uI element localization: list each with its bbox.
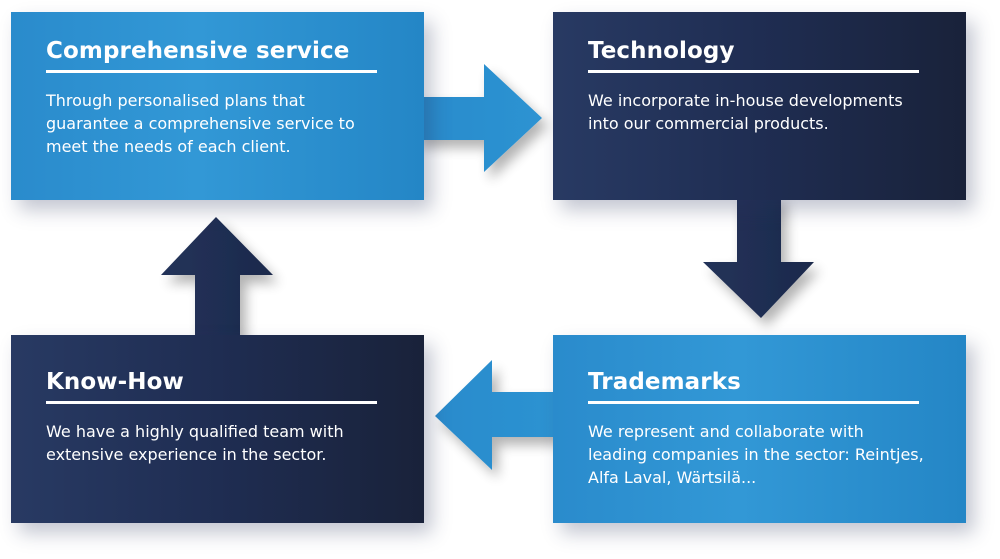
card-title: Comprehensive service	[46, 38, 350, 64]
card-body: We incorporate in-house developments int…	[588, 91, 903, 133]
arrow-right-icon	[415, 64, 542, 172]
card-know-how: Know-How We have a highly qualified team…	[11, 335, 424, 523]
title-underline	[588, 70, 919, 73]
card-body: We have a highly qualified team with ext…	[46, 422, 344, 464]
arrow-left-icon	[435, 360, 560, 470]
arrow-down-icon	[703, 195, 814, 318]
title-underline	[46, 70, 377, 73]
arrow-up-icon	[161, 217, 273, 340]
card-technology: Technology We incorporate in-house devel…	[553, 12, 966, 200]
title-underline	[46, 401, 377, 404]
card-title: Trademarks	[588, 369, 741, 395]
title-underline	[588, 401, 919, 404]
card-body: We represent and collaborate with leadin…	[588, 422, 924, 487]
card-title: Technology	[588, 38, 735, 64]
card-body: Through personalised plans that guarante…	[46, 91, 355, 156]
card-comprehensive-service: Comprehensive service Through personalis…	[11, 12, 424, 200]
card-title: Know-How	[46, 369, 184, 395]
card-trademarks: Trademarks We represent and collaborate …	[553, 335, 966, 523]
